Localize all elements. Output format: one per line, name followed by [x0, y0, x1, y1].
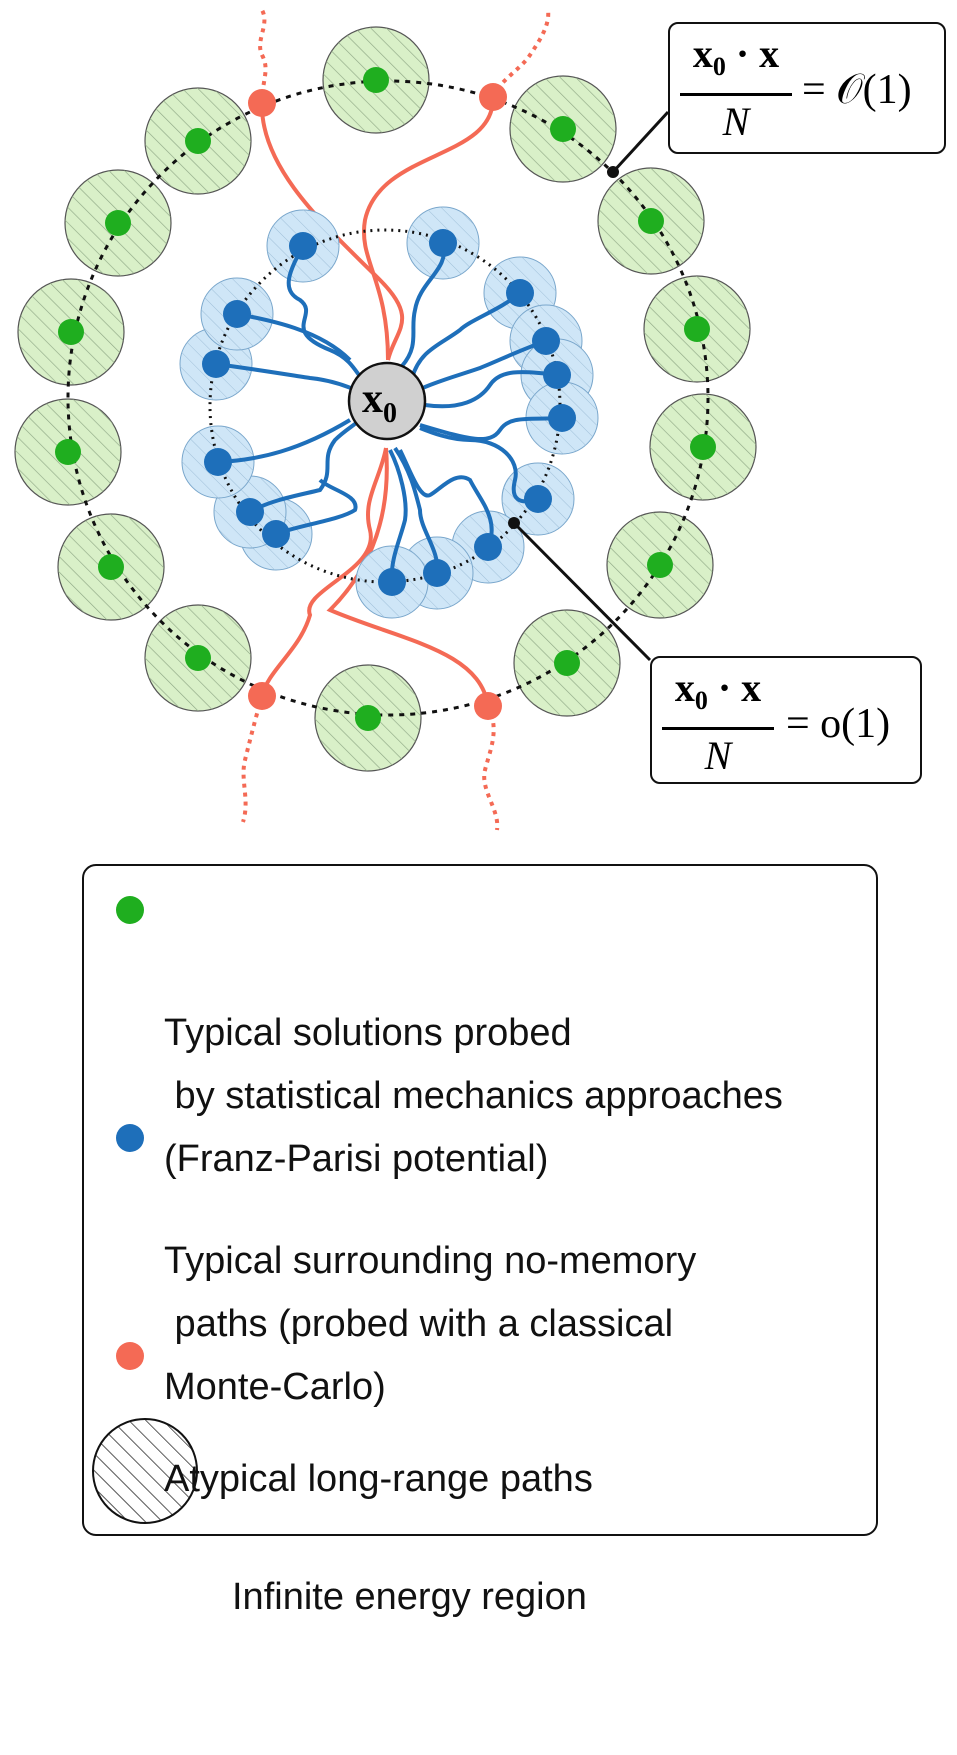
- inner-annotation-leader: [512, 521, 652, 662]
- no-memory-path-dot: [262, 520, 290, 548]
- legend-green-dot: [116, 896, 144, 924]
- solution-space-diagram: x0: [14, 9, 757, 831]
- typical-solution-dot: [185, 128, 211, 154]
- no-memory-path-dot: [543, 361, 571, 389]
- legend-blue-text: Typical surrounding no-memory paths (pro…: [164, 1240, 697, 1408]
- surrounding-paths-endpoints: [202, 229, 576, 596]
- typical-solution-dot: [690, 434, 716, 460]
- no-memory-path-dot: [236, 498, 264, 526]
- outer-annotation-anchor: [607, 166, 619, 178]
- atypical-long-range-paths: [241, 9, 551, 831]
- inner-rhs: = o(1): [786, 701, 891, 747]
- x0-label: x0: [362, 376, 397, 429]
- no-memory-path-dot: [474, 533, 502, 561]
- long-range-path-dot: [248, 682, 276, 710]
- outer-denominator: N: [722, 99, 750, 144]
- legend: Typical solutions probed by statistical …: [82, 864, 878, 1618]
- typical-solutions: [55, 67, 716, 731]
- no-memory-path-dot: [548, 404, 576, 432]
- no-memory-path-dot: [378, 568, 406, 596]
- outer-annotation-leader: [611, 110, 670, 174]
- no-memory-path-dot: [524, 485, 552, 513]
- no-memory-path-dot: [532, 327, 560, 355]
- long-range-path-dot: [479, 83, 507, 111]
- outer-numerator: x0 · x: [692, 31, 780, 82]
- no-memory-path-dot: [423, 559, 451, 587]
- atypical-path-endpoints: [248, 83, 507, 720]
- long-range-path-dot: [474, 692, 502, 720]
- no-memory-path-dot: [204, 448, 232, 476]
- typical-solution-dot: [55, 439, 81, 465]
- outer-overlap-annotation: x0 · x N = 𝒪(1): [668, 22, 946, 154]
- typical-solution-dot: [684, 316, 710, 342]
- legend-red-text: Atypical long-range paths: [164, 1458, 593, 1500]
- legend-blue-dot: [116, 1124, 144, 1152]
- typical-solution-dot: [58, 319, 84, 345]
- legend-hatched-text: Infinite energy region: [232, 1576, 587, 1618]
- typical-solution-dot: [185, 645, 211, 671]
- outer-rhs: = 𝒪(1): [802, 67, 912, 113]
- legend-hatched-circle-icon: [92, 1418, 198, 1524]
- typical-solution-dot: [98, 554, 124, 580]
- no-memory-path-dot: [223, 300, 251, 328]
- legend-red-dot: [116, 1342, 144, 1370]
- typical-solution-dot: [554, 650, 580, 676]
- x0-node: [347, 361, 427, 441]
- inner-annotation-anchor: [508, 517, 520, 529]
- typical-solution-dot: [647, 552, 673, 578]
- typical-solution-dot: [550, 116, 576, 142]
- no-memory-path-dot: [429, 229, 457, 257]
- no-memory-path-dot: [506, 279, 534, 307]
- typical-solution-dot: [363, 67, 389, 93]
- inner-denominator: N: [704, 733, 732, 778]
- typical-solution-dot: [355, 705, 381, 731]
- inner-numerator: x0 · x: [674, 665, 762, 716]
- inner-overlap-annotation: x0 · x N = o(1): [650, 656, 922, 784]
- no-memory-path-dot: [289, 232, 317, 260]
- typical-solution-dot: [638, 208, 664, 234]
- long-range-path-dot: [248, 89, 276, 117]
- typical-solution-dot: [105, 210, 131, 236]
- legend-green-text: Typical solutions probed by statistical …: [164, 1012, 783, 1180]
- no-memory-path-dot: [202, 350, 230, 378]
